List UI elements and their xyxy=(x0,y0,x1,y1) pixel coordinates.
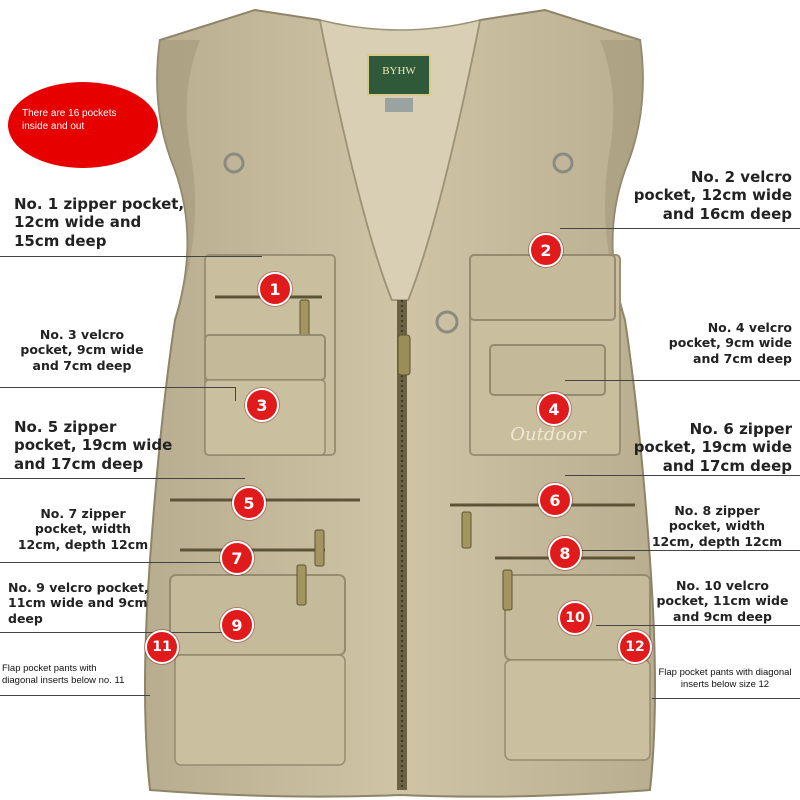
callout-label-10: No. 10 velcro pocket, 11cm wide and 9cm … xyxy=(656,578,789,624)
svg-text:Outdoor: Outdoor xyxy=(510,424,587,445)
callout-label-6: No. 6 zipper pocket, 19cm wide and 17cm … xyxy=(633,420,792,475)
leader-line-2 xyxy=(560,228,800,229)
pocket-badge-2: 2 xyxy=(529,233,563,267)
pocket-badge-10: 10 xyxy=(558,601,592,635)
leader-line-3 xyxy=(0,387,235,388)
callout-label-4: No. 4 velcro pocket, 9cm wide and 7cm de… xyxy=(668,320,792,366)
callout-label-5: No. 5 zipper pocket, 19cm wide and 17cm … xyxy=(14,418,173,473)
pocket-badge-11: 11 xyxy=(145,630,179,664)
leader-line-7 xyxy=(0,562,222,563)
callout-label-7: No. 7 zipper pocket, width 12cm, depth 1… xyxy=(17,506,149,552)
leader-line-4 xyxy=(565,380,800,381)
callout-label-9: No. 9 velcro pocket, 11cm wide and 9cm d… xyxy=(8,580,149,626)
leader-line-11 xyxy=(0,695,150,696)
leader-line-5 xyxy=(0,478,245,479)
pocket-badge-6: 6 xyxy=(538,483,572,517)
leader-line-6 xyxy=(565,475,800,476)
callout-label-11: Flap pocket pants with diagonal inserts … xyxy=(2,663,125,686)
pocket-badge-3: 3 xyxy=(245,388,279,422)
callout-label-2: No. 2 velcro pocket, 12cm wide and 16cm … xyxy=(633,168,792,223)
leader-line-9 xyxy=(0,632,222,633)
pocket-badge-8: 8 xyxy=(548,536,582,570)
pocket-badge-1: 1 xyxy=(258,272,292,306)
callout-label-3: No. 3 velcro pocket, 9cm wide and 7cm de… xyxy=(20,327,144,373)
pocket-badge-9: 9 xyxy=(220,608,254,642)
pocket-badge-5: 5 xyxy=(232,486,266,520)
pocket-badge-12: 12 xyxy=(618,630,652,664)
callout-label-12: Flap pocket pants with diagonal inserts … xyxy=(658,667,792,690)
leader-line-12 xyxy=(652,698,800,699)
pocket-count-note: There are 16 pockets inside and out xyxy=(8,82,158,168)
brand-label xyxy=(367,54,431,96)
leader-line-8 xyxy=(582,550,800,551)
svg-text:BYHW: BYHW xyxy=(382,65,416,77)
pocket-badge-7: 7 xyxy=(220,541,254,575)
pocket-badge-4: 4 xyxy=(537,392,571,426)
leader-line-10 xyxy=(596,625,800,626)
pocket-count-text: There are 16 pockets inside and out xyxy=(22,108,117,132)
callout-label-1: No. 1 zipper pocket, 12cm wide and 15cm … xyxy=(14,195,185,250)
leader-line-1 xyxy=(0,256,262,257)
callout-label-8: No. 8 zipper pocket, width 12cm, depth 1… xyxy=(651,503,783,549)
